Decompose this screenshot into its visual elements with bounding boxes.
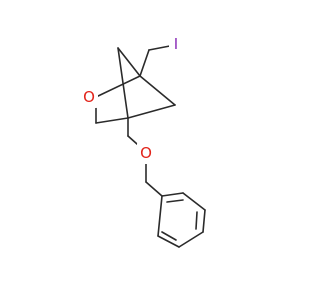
bond-benzene-double-2 bbox=[195, 211, 198, 230]
ether-oxygen-label-bg bbox=[137, 142, 155, 164]
bond-benzene-4 bbox=[178, 231, 204, 248]
bond-c1-ch2-ring bbox=[139, 75, 176, 106]
iodine-atom-label: I bbox=[174, 35, 178, 53]
bond-benzene-5 bbox=[157, 235, 180, 248]
bond-benzene-1 bbox=[161, 192, 184, 197]
bond-benzene-6 bbox=[157, 195, 163, 237]
bond-ch2-c4-ring bbox=[95, 117, 129, 124]
bond-c1-bridgehead-top bbox=[117, 47, 141, 77]
ring-oxygen-atom-label: O bbox=[83, 88, 95, 106]
bond-benzene-3 bbox=[202, 209, 206, 233]
bond-benzyl-ring bbox=[145, 181, 163, 197]
ether-oxygen-atom-label: O bbox=[140, 144, 152, 162]
bond-benzene-2 bbox=[182, 192, 206, 211]
bond-benzene-double-3 bbox=[161, 231, 177, 241]
molecule-structure: I O O bbox=[80, 34, 206, 248]
bond-c1-ch2-iodine bbox=[139, 49, 150, 77]
bond-c1-to-oxygen-ring bbox=[95, 75, 141, 98]
ring-oxygen-label-bg bbox=[80, 86, 98, 108]
bond-benzene-double-1 bbox=[166, 199, 184, 203]
bond-ring-ch2-c4 bbox=[127, 104, 176, 119]
iodine-label-bg bbox=[169, 34, 183, 54]
bond-bridge-c4 bbox=[117, 47, 129, 119]
